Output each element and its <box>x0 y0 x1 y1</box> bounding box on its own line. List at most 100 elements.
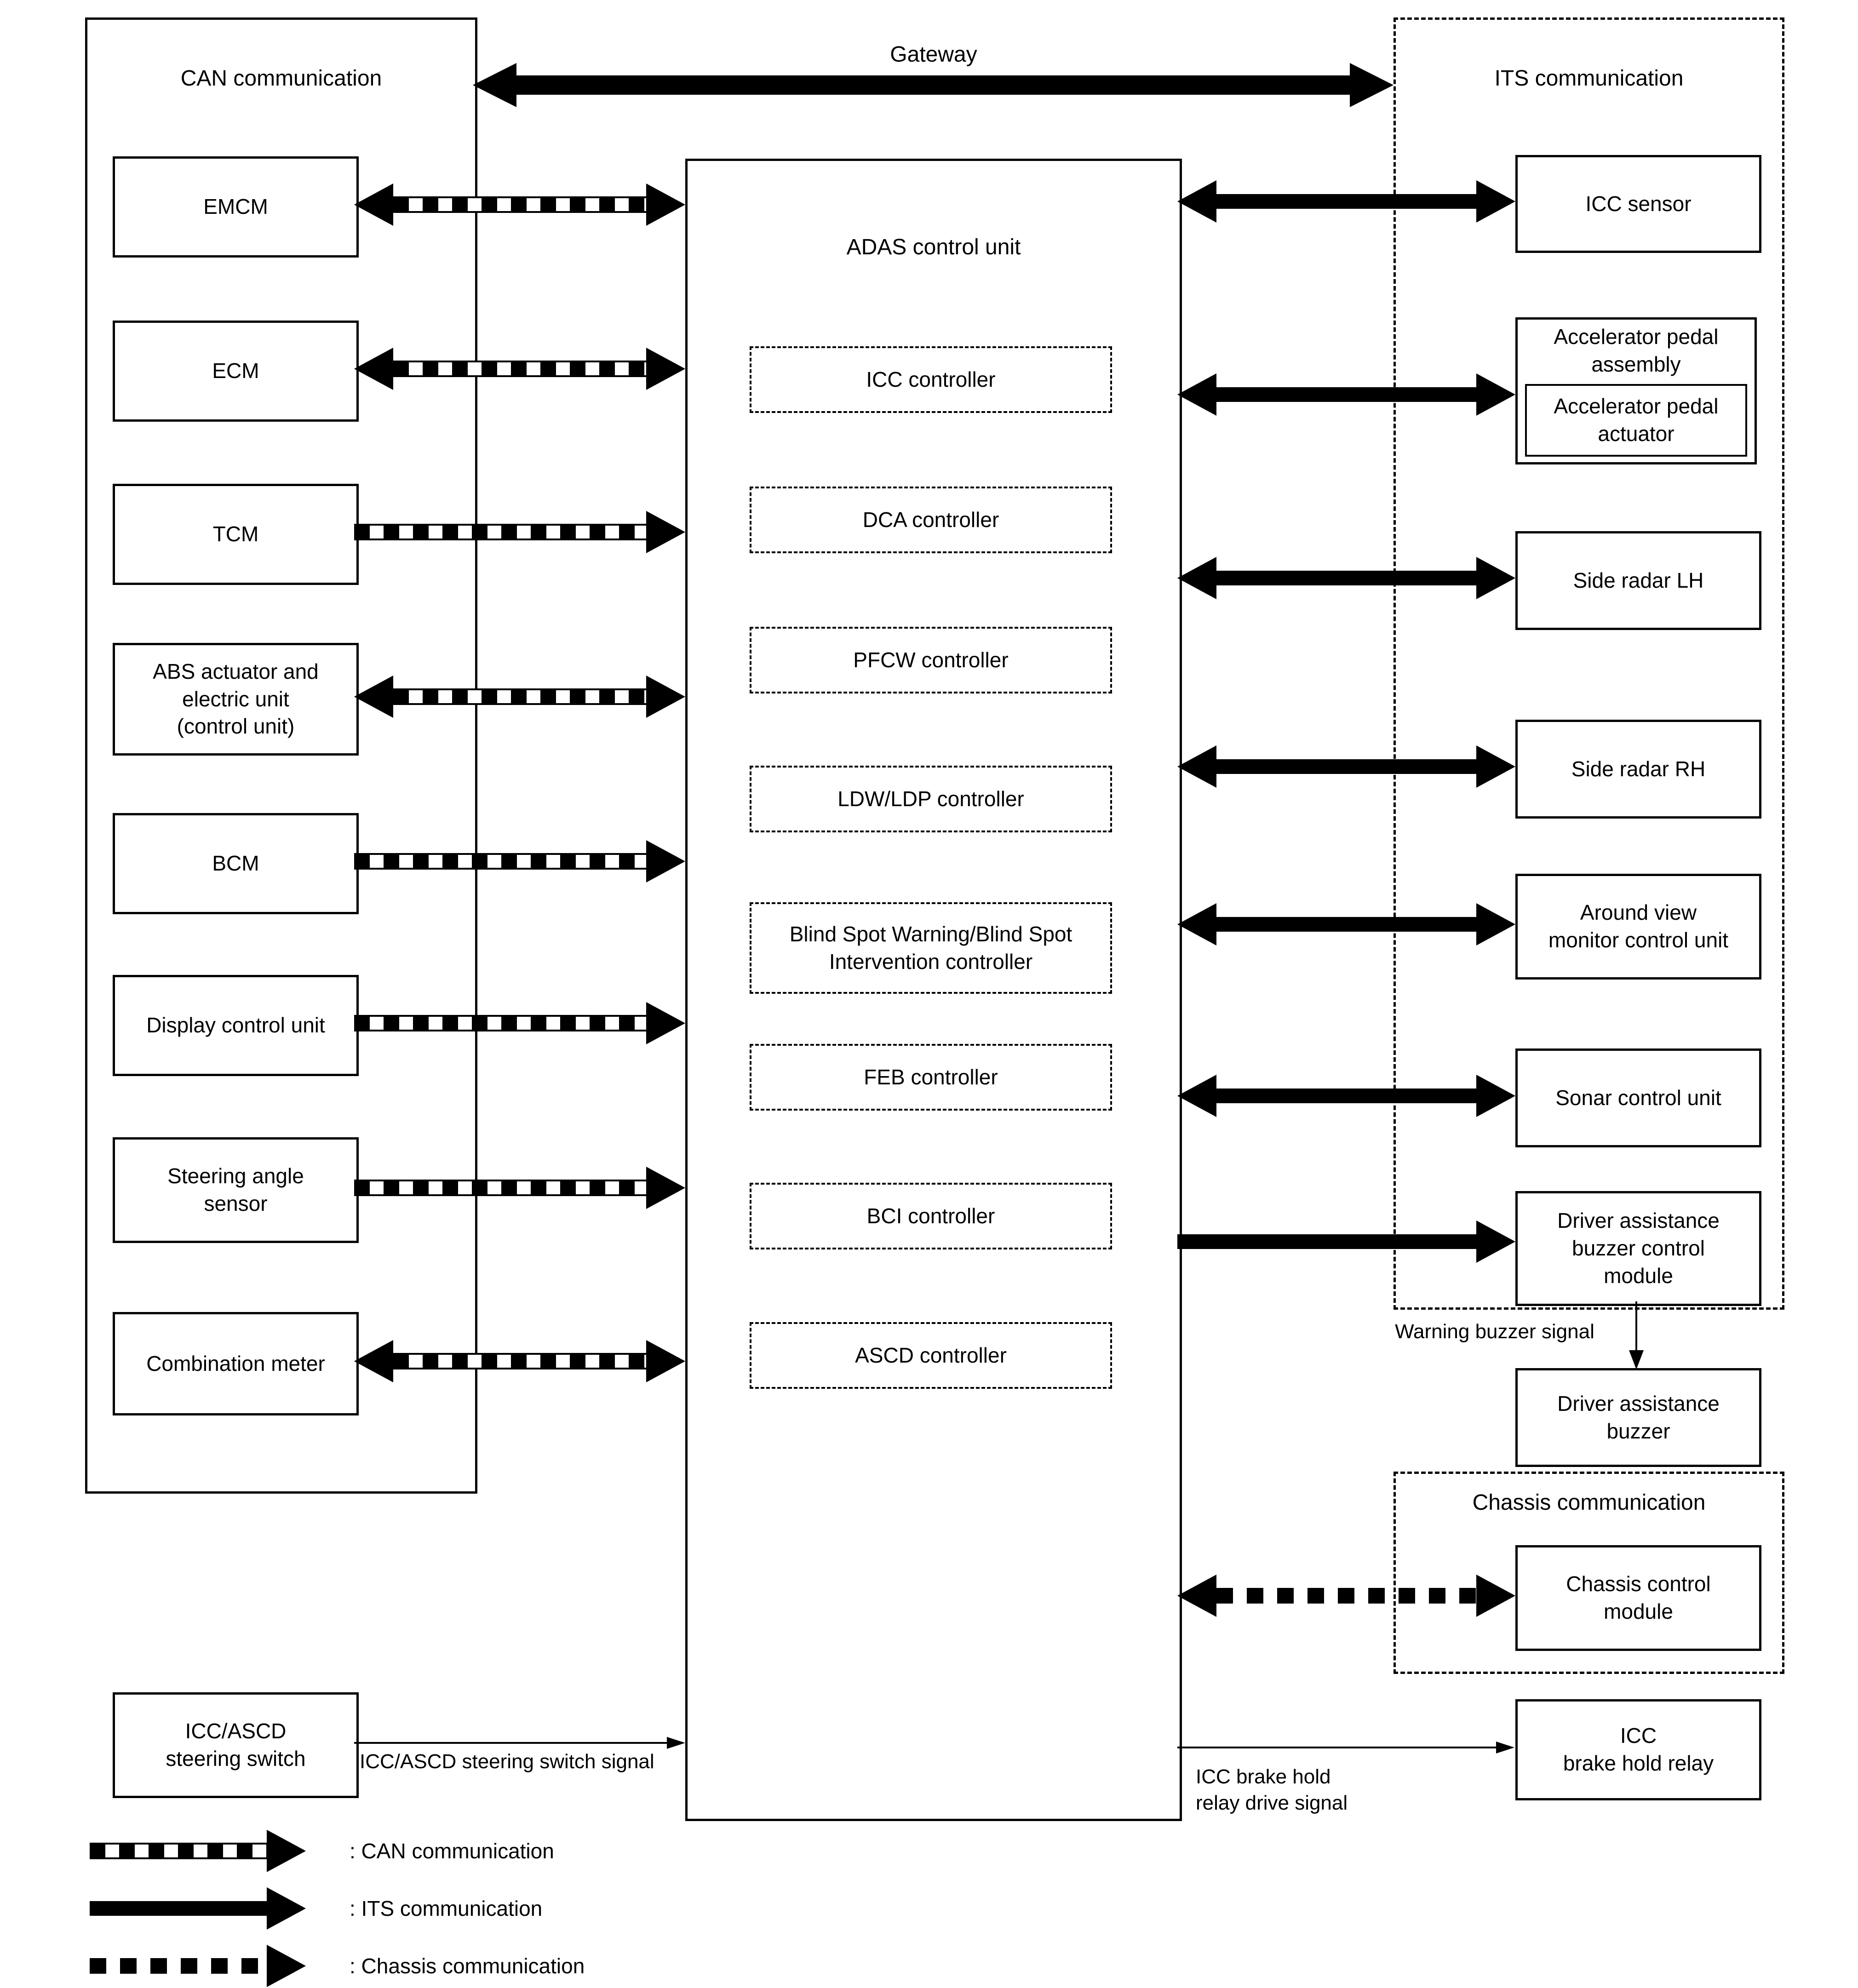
node-accelerator-pedal-assembly: Accelerator pedal assembly Accelerator p… <box>1515 317 1757 464</box>
controller-feb-label: FEB controller <box>864 1065 998 1089</box>
chassis-communication-title: Chassis communication <box>1472 1490 1706 1515</box>
node-accelerator-pedal-assembly-label: Accelerator pedal assembly <box>1554 325 1719 376</box>
arrow-ecm-adas <box>354 348 685 390</box>
controller-bci: BCI controller <box>750 1183 1112 1249</box>
node-side-radar-lh-label: Side radar LH <box>1573 568 1704 592</box>
node-around-view-monitor-label: Around view monitor control unit <box>1548 900 1729 952</box>
legend-chassis-arrow-icon <box>90 1945 306 1987</box>
node-icc-sensor-label: ICC sensor <box>1585 191 1692 216</box>
node-display-control-unit-label: Display control unit <box>146 1013 325 1037</box>
node-display-control-unit: Display control unit <box>113 975 359 1076</box>
node-steering-angle-sensor: Steering angle sensor <box>113 1137 359 1243</box>
arrowhead-left-icon <box>473 63 516 107</box>
arrowhead-right-icon <box>646 348 685 390</box>
arrow-adas-chassis-module <box>1177 1575 1515 1617</box>
arrowhead-left-icon <box>1177 745 1216 788</box>
node-bcm-label: BCM <box>212 851 259 876</box>
arrow-adas-side-radar-rh <box>1177 745 1515 788</box>
icc-ascd-signal-label: ICC/ASCD steering switch signal <box>360 1750 654 1773</box>
arrowhead-right-icon <box>646 183 685 226</box>
arrowhead-right-icon <box>267 1887 306 1930</box>
node-chassis-control-module: Chassis control module <box>1515 1545 1761 1651</box>
node-side-radar-rh-label: Side radar RH <box>1571 756 1706 781</box>
adas-control-unit-title: ADAS control unit <box>846 235 1021 259</box>
node-accelerator-pedal-actuator-label: Accelerator pedal actuator <box>1554 394 1719 446</box>
arrowhead-left-icon <box>1177 1075 1216 1117</box>
arrowhead-right-icon <box>1476 1075 1515 1117</box>
node-emcm-label: EMCM <box>203 195 268 219</box>
arrowhead-right-icon <box>646 1340 685 1382</box>
arrowhead-right-icon <box>1476 1575 1515 1617</box>
controller-blind-spot-label: Blind Spot Warning/Blind Spot Interventi… <box>789 922 1072 974</box>
node-bcm: BCM <box>113 813 359 914</box>
arrowhead-right-icon <box>646 1167 685 1209</box>
arrowhead-right-icon <box>1496 1742 1514 1753</box>
node-icc-brake-hold-relay-label: ICC brake hold relay <box>1563 1724 1714 1775</box>
can-communication-container: CAN communication <box>85 17 477 1494</box>
legend-its-label: : ITS communication <box>350 1896 543 1920</box>
arrow-abs-adas <box>354 676 685 718</box>
controller-ldw-ldp: LDW/LDP controller <box>750 766 1112 832</box>
its-communication-title: ITS communication <box>1494 66 1684 91</box>
controller-dca-label: DCA controller <box>862 507 999 532</box>
arrow-adas-accelerator <box>1177 373 1515 416</box>
node-driver-assistance-buzzer-label: Driver assistance buzzer <box>1557 1391 1720 1443</box>
legend-can-arrow-icon <box>90 1830 306 1872</box>
node-tcm-label: TCM <box>212 522 259 546</box>
node-side-radar-rh: Side radar RH <box>1515 720 1761 819</box>
node-ecm: ECM <box>113 321 359 422</box>
arrow-adas-buzzer-module <box>1177 1220 1515 1263</box>
arrowhead-left-icon <box>1177 180 1216 223</box>
node-buzzer-control-module: Driver assistance buzzer control module <box>1515 1191 1761 1306</box>
node-combination-meter-label: Combination meter <box>146 1351 325 1375</box>
controller-icc: ICC controller <box>750 346 1112 413</box>
arrowhead-left-icon <box>354 676 393 718</box>
arrowhead-right-icon <box>1476 1220 1515 1263</box>
arrowhead-right-icon <box>1476 903 1515 945</box>
node-icc-brake-hold-relay: ICC brake hold relay <box>1515 1699 1761 1800</box>
node-combination-meter: Combination meter <box>113 1312 359 1415</box>
arrow-steering-adas <box>354 1167 685 1209</box>
arrow-bcm-adas <box>354 840 685 882</box>
controller-pfcw-label: PFCW controller <box>853 647 1009 672</box>
legend-its-arrow-icon <box>90 1887 306 1930</box>
arrowhead-down-icon <box>1629 1350 1644 1369</box>
legend-can-label: : CAN communication <box>350 1839 554 1863</box>
arrowhead-right-icon <box>267 1830 306 1872</box>
arrowhead-left-icon <box>1177 1575 1216 1617</box>
controller-icc-label: ICC controller <box>866 367 996 391</box>
can-communication-title: CAN communication <box>180 66 382 91</box>
node-ecm-label: ECM <box>212 359 259 383</box>
arrowhead-right-icon <box>1350 63 1394 107</box>
arrowhead-left-icon <box>1177 373 1216 416</box>
controller-ascd-label: ASCD controller <box>855 1343 1007 1367</box>
arrow-display-adas <box>354 1002 685 1044</box>
node-accelerator-pedal-actuator: Accelerator pedal actuator <box>1525 384 1747 457</box>
arrowhead-left-icon <box>354 348 393 390</box>
arrowhead-left-icon <box>354 1340 393 1382</box>
controller-ldw-ldp-label: LDW/LDP controller <box>837 786 1024 811</box>
node-emcm: EMCM <box>113 156 359 258</box>
arrowhead-left-icon <box>354 183 393 226</box>
legend-chassis-label: : Chassis communication <box>350 1954 585 1978</box>
node-icc-ascd-steering-switch-label: ICC/ASCD steering switch <box>166 1719 306 1770</box>
arrowhead-right-icon <box>646 840 685 882</box>
node-around-view-monitor: Around view monitor control unit <box>1515 874 1761 980</box>
arrowhead-right-icon <box>667 1737 685 1749</box>
arrow-emcm-adas <box>354 183 685 226</box>
controller-ascd: ASCD controller <box>750 1322 1112 1389</box>
warning-buzzer-signal-label: Warning buzzer signal <box>1395 1320 1594 1343</box>
arrow-adas-icc-sensor <box>1177 180 1515 223</box>
arrowhead-left-icon <box>1177 903 1216 945</box>
arrow-adas-around-view <box>1177 903 1515 945</box>
controller-pfcw: PFCW controller <box>750 627 1112 693</box>
node-tcm: TCM <box>113 484 359 585</box>
node-icc-sensor: ICC sensor <box>1515 155 1761 253</box>
arrowhead-right-icon <box>646 1002 685 1044</box>
node-driver-assistance-buzzer: Driver assistance buzzer <box>1515 1368 1761 1467</box>
arrow-adas-sonar <box>1177 1075 1515 1117</box>
arrowhead-right-icon <box>646 511 685 553</box>
arrowhead-right-icon <box>646 676 685 718</box>
node-sonar-control-unit-label: Sonar control unit <box>1555 1085 1721 1110</box>
